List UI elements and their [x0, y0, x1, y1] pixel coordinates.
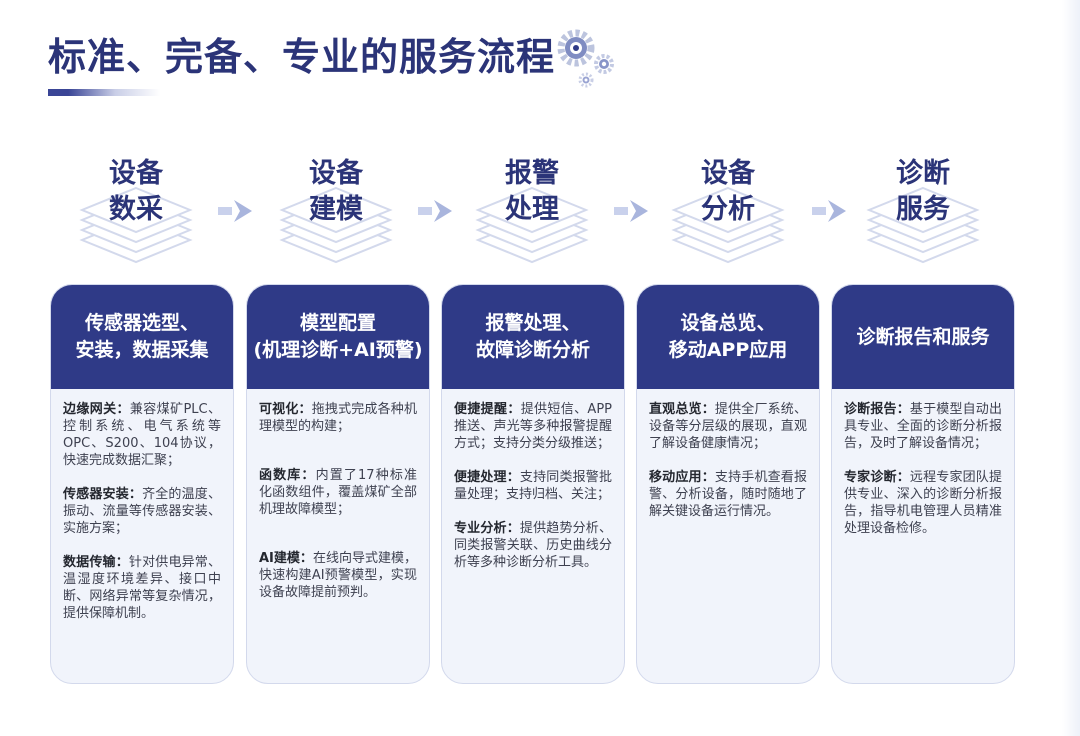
step-label: 报警处理 — [464, 156, 600, 228]
step-alarm-handling: 报警处理 — [464, 156, 600, 276]
step-data-collection: 设备数采 — [68, 156, 204, 276]
feature-item: 移动应用：支持手机查看报警、分析设备，随时随地了解关键设备运行情况。 — [649, 469, 807, 520]
card-header: 诊断报告和服务 — [832, 285, 1014, 389]
feature-item: 便捷提醒：提供短信、APP推送、声光等多种报警提醒方式；支持分类分级推送； — [454, 401, 612, 452]
feature-item: 数据传输：针对供电异常、温湿度环境差异、接口中断、网络异常等复杂情况，提供保障机… — [63, 554, 221, 622]
card-body: 可视化：拖拽式完成各种机理模型的构建； 函数库：内置了17种标准化函数组件，覆盖… — [247, 389, 429, 601]
chevron-arrow-icon — [418, 196, 462, 226]
page-edge-shadow — [1062, 0, 1080, 736]
step-modeling: 设备建模 — [268, 156, 404, 276]
card-analysis: 设备总览、 移动APP应用 直观总览：提供全厂系统、设备等分层级的展现，直观了解… — [636, 284, 820, 684]
card-body: 诊断报告：基于模型自动出具专业、全面的诊断分析报告，及时了解设备情况； 专家诊断… — [832, 389, 1014, 537]
title-underline — [48, 89, 160, 96]
card-header: 设备总览、 移动APP应用 — [637, 285, 819, 389]
page-title: 标准、完备、专业的服务流程 — [48, 26, 555, 81]
card-header: 模型配置 (机理诊断+AI预警) — [247, 285, 429, 389]
chevron-arrow-icon — [812, 196, 856, 226]
card-data-collection: 传感器选型、 安装，数据采集 边缘网关：兼容煤矿PLC、控制系统、电气系统等OP… — [50, 284, 234, 684]
step-diagnosis-service: 诊断服务 — [855, 156, 991, 276]
feature-item: 边缘网关：兼容煤矿PLC、控制系统、电气系统等OPC、S200、104协议，快速… — [63, 401, 221, 469]
card-body: 便捷提醒：提供短信、APP推送、声光等多种报警提醒方式；支持分类分级推送； 便捷… — [442, 389, 624, 571]
card-body: 边缘网关：兼容煤矿PLC、控制系统、电气系统等OPC、S200、104协议，快速… — [51, 389, 233, 622]
feature-item: 可视化：拖拽式完成各种机理模型的构建； — [259, 401, 417, 435]
feature-item: 专业分析：提供趋势分析、同类报警关联、历史曲线分析等多种诊断分析工具。 — [454, 520, 612, 571]
step-analysis: 设备分析 — [660, 156, 796, 276]
feature-item: 便捷处理：支持同类报警批量处理；支持归档、关注； — [454, 469, 612, 503]
step-label: 诊断服务 — [855, 156, 991, 228]
feature-item: 直观总览：提供全厂系统、设备等分层级的展现，直观了解设备健康情况； — [649, 401, 807, 452]
feature-item: AI建模：在线向导式建模，快速构建AI预警模型，实现设备故障提前预判。 — [259, 550, 417, 601]
chevron-arrow-icon — [218, 196, 262, 226]
card-header: 传感器选型、 安装，数据采集 — [51, 285, 233, 389]
card-body: 直观总览：提供全厂系统、设备等分层级的展现，直观了解设备健康情况； 移动应用：支… — [637, 389, 819, 520]
step-label: 设备分析 — [660, 156, 796, 228]
feature-item: 专家诊断：远程专家团队提供专业、深入的诊断分析报告，指导机电管理人员精准处理设备… — [844, 469, 1002, 537]
feature-item: 传感器安装：齐全的温度、振动、流量等传感器安装、实施方案； — [63, 486, 221, 537]
step-label: 设备数采 — [68, 156, 204, 228]
gears-icon — [552, 28, 624, 94]
card-modeling: 模型配置 (机理诊断+AI预警) 可视化：拖拽式完成各种机理模型的构建； 函数库… — [246, 284, 430, 684]
feature-item: 诊断报告：基于模型自动出具专业、全面的诊断分析报告，及时了解设备情况； — [844, 401, 1002, 452]
card-header: 报警处理、 故障诊断分析 — [442, 285, 624, 389]
chevron-arrow-icon — [614, 196, 658, 226]
card-diagnosis-service: 诊断报告和服务 诊断报告：基于模型自动出具专业、全面的诊断分析报告，及时了解设备… — [831, 284, 1015, 684]
feature-item: 函数库：内置了17种标准化函数组件，覆盖煤矿全部机理故障模型； — [259, 467, 417, 518]
card-alarm-handling: 报警处理、 故障诊断分析 便捷提醒：提供短信、APP推送、声光等多种报警提醒方式… — [441, 284, 625, 684]
step-label: 设备建模 — [268, 156, 404, 228]
